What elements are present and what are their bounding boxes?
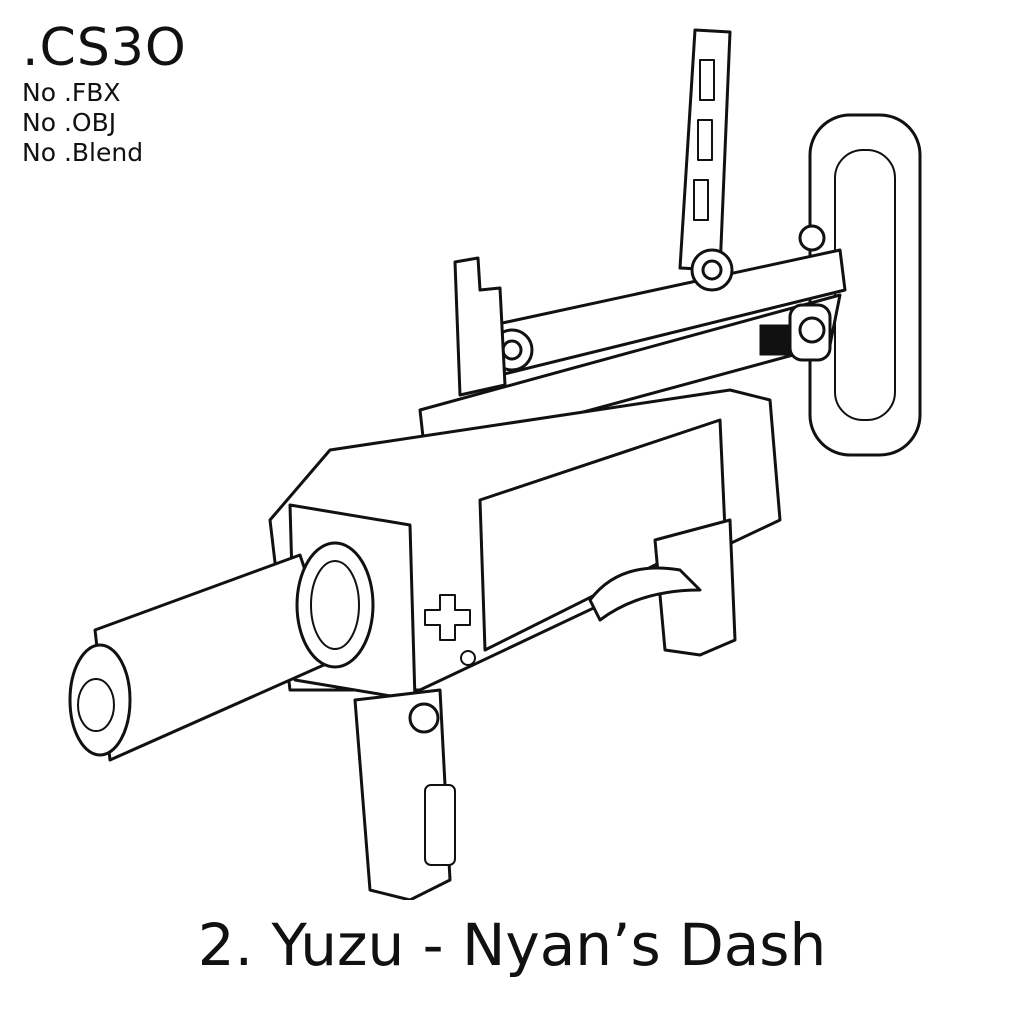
dpad-decal [424,594,471,641]
format-info: .CS3O No .FBX No .OBJ No .Blend [22,18,282,168]
format-note-fbx: No .FBX [22,78,121,107]
trigger-guard [588,566,702,622]
front-sight [453,256,507,397]
format-note-obj: No .OBJ [22,108,117,137]
format-title: .CS3O [22,18,187,78]
caption-title: 2. Yuzu - Nyan’s Dash [197,911,827,979]
weapon-line-art [68,28,922,900]
stock-arm [678,28,732,272]
format-note-blend: No .Blend [22,138,144,167]
